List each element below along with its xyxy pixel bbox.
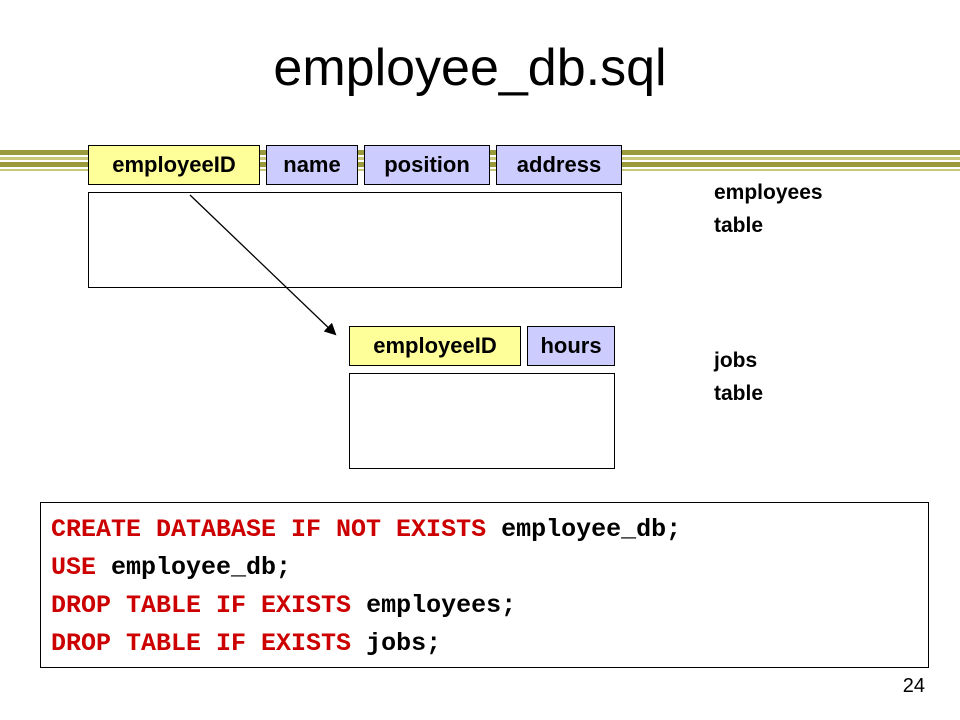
- employees-table-label: employees table: [714, 176, 823, 242]
- jobs-table-body: [349, 373, 615, 469]
- code-line: DROP TABLE IF EXISTS jobs;: [51, 625, 928, 663]
- employees-header-employeeid: employeeID: [88, 145, 260, 185]
- code-line: USE employee_db;: [51, 549, 928, 587]
- sql-keyword: USE: [51, 553, 112, 582]
- jobs-header-hours: hours: [527, 326, 615, 366]
- jobs-header-employeeid: employeeID: [349, 326, 521, 366]
- employees-header-name: name: [266, 145, 358, 185]
- sql-code-box: CREATE DATABASE IF NOT EXISTS employee_d…: [40, 502, 929, 668]
- sql-keyword: DROP TABLE IF EXISTS: [51, 629, 367, 658]
- sql-identifier: employees;: [366, 591, 517, 620]
- sql-keyword: DROP TABLE IF EXISTS: [51, 591, 367, 620]
- jobs-label-line1: jobs: [714, 349, 758, 372]
- sql-identifier: employee_db;: [111, 553, 292, 582]
- jobs-table-label: jobs table: [714, 344, 763, 410]
- code-line: DROP TABLE IF EXISTS employees;: [51, 587, 928, 625]
- slide-title: employee_db.sql: [273, 39, 667, 97]
- page-number: 24: [902, 675, 925, 697]
- employees-label-line2: table: [714, 214, 764, 237]
- sql-identifier: employee_db;: [501, 515, 682, 544]
- employees-header-address: address: [496, 145, 622, 185]
- employees-header-position: position: [364, 145, 490, 185]
- code-line: CREATE DATABASE IF NOT EXISTS employee_d…: [51, 511, 928, 549]
- jobs-label-line2: table: [714, 382, 764, 405]
- employees-table-body: [88, 192, 622, 288]
- sql-keyword: CREATE DATABASE IF NOT EXISTS: [51, 515, 502, 544]
- employees-label-line1: employees: [714, 181, 823, 204]
- sql-identifier: jobs;: [366, 629, 442, 658]
